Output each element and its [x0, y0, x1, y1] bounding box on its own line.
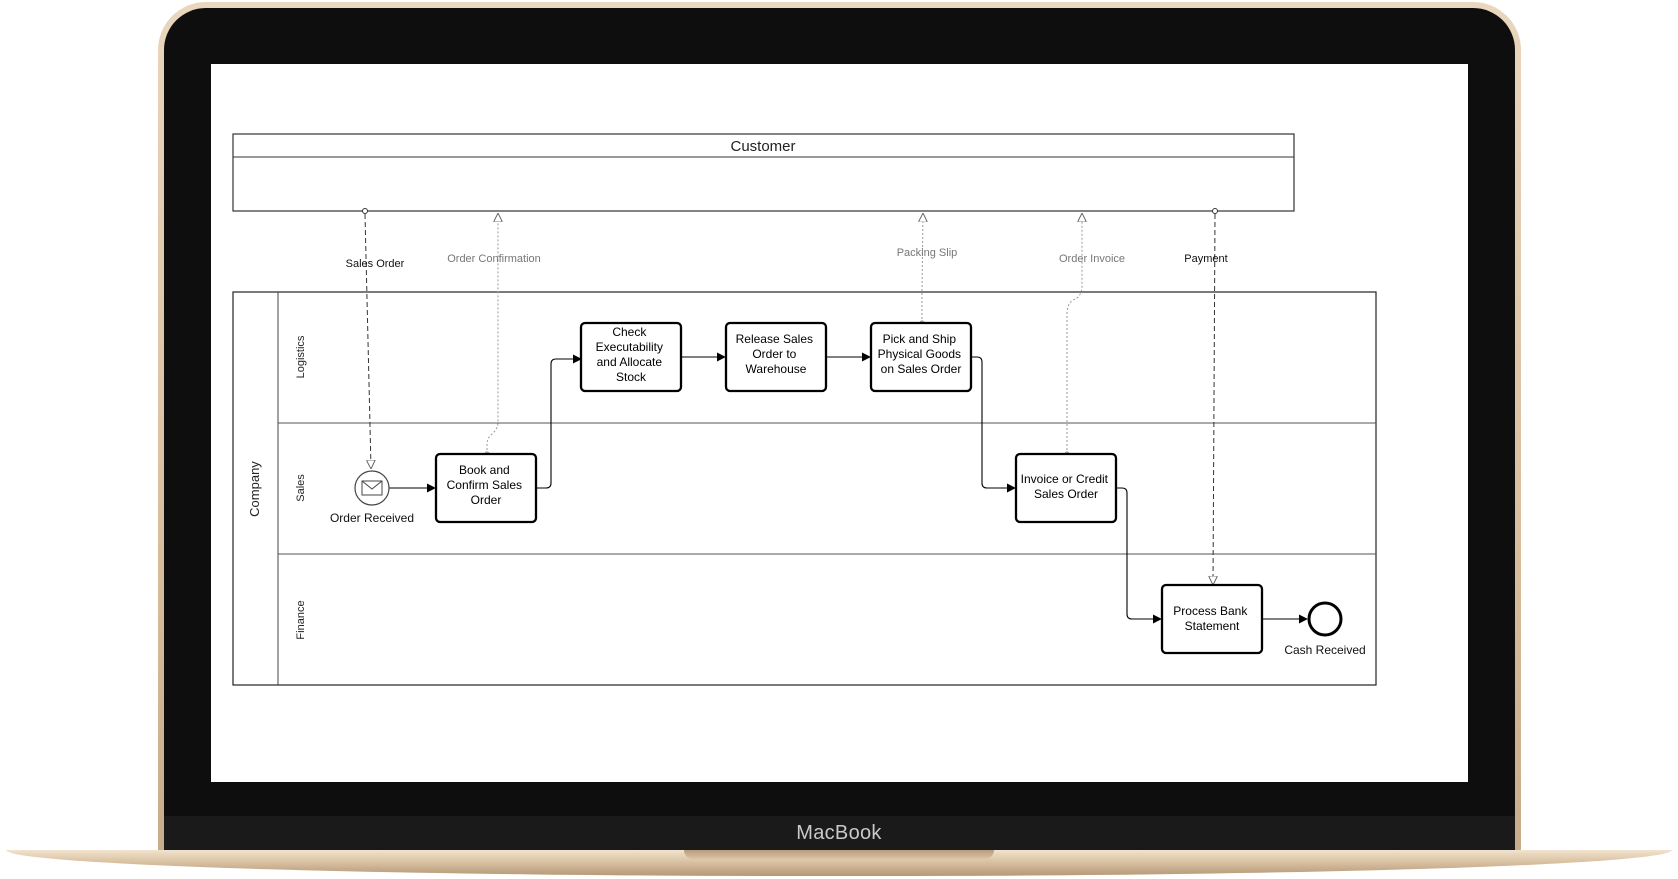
task-check-line-1: Check	[612, 325, 647, 339]
task-book-and-confirm[interactable]: Book and Confirm Sales Order	[434, 452, 538, 524]
sequence-flow-invoice-to-bank	[1117, 487, 1162, 624]
svg-text:Book and Confirm Sales: Book and Confirm Sales Order	[447, 463, 526, 507]
task-release-line-2: Order to	[752, 347, 796, 361]
start-event-order-received[interactable]	[354, 470, 390, 506]
start-event-label: Order Received	[330, 511, 414, 525]
svg-text:Pick and Ship Physical: Pick and Ship Physical Goods on Sales Or…	[878, 332, 965, 376]
task-release-sales-order[interactable]: Release Sales Order to Warehouse	[724, 321, 828, 393]
message-flow-payment	[1213, 213, 1215, 584]
sequence-flows	[389, 352, 1308, 624]
laptop-opening-notch	[684, 850, 994, 859]
message-label-packing-slip: Packing Slip	[897, 247, 958, 259]
lane-label-logistics: Logistics	[295, 335, 307, 378]
message-label-order-confirmation: Order Confirmation	[447, 253, 541, 265]
task-check-executability[interactable]: Check Executability and Allocate Stock	[579, 321, 683, 393]
task-invoice-or-credit[interactable]: Invoice or Credit Sales Order	[1014, 452, 1118, 524]
task-book-line-1: Book and	[459, 463, 510, 477]
lane-label-sales: Sales	[295, 474, 307, 502]
message-label-order-invoice: Order Invoice	[1059, 253, 1125, 265]
task-book-line-3: Order	[471, 493, 502, 507]
message-flow-origin	[362, 208, 368, 214]
task-release-line-3: Warehouse	[746, 362, 807, 376]
message-flow-sales-order	[364, 213, 371, 468]
sequence-flow-book-to-check	[537, 354, 582, 489]
laptop-brand-label: MacBook	[796, 822, 882, 844]
message-flow-order-invoice	[1066, 214, 1082, 454]
task-pick-and-ship[interactable]: Pick and Ship Physical Goods on Sales Or…	[869, 321, 973, 393]
task-check-line-4: Stock	[616, 370, 647, 384]
company-pool-label: Company	[247, 461, 262, 517]
task-invoice-line-1: Invoice or Credit	[1021, 472, 1109, 486]
bpmn-diagram: Customer Company Logistics Sales Finance	[232, 133, 1377, 686]
task-check-line-3: and Allocate	[597, 355, 663, 369]
task-bank-line-1: Process Bank	[1173, 604, 1248, 618]
task-bank-line-2: Statement	[1185, 619, 1240, 633]
task-process-bank-statement[interactable]: Process Bank Statement	[1160, 583, 1264, 655]
message-flow-order-confirmation	[486, 214, 498, 454]
task-invoice-line-2: Sales Order	[1034, 487, 1098, 501]
svg-text:Process Bank Statement: Process Bank Statement	[1173, 604, 1250, 633]
svg-text:Invoice or Credit Sale: Invoice or Credit Sales Order	[1021, 472, 1112, 501]
end-event-label: Cash Received	[1284, 643, 1365, 657]
message-label-payment: Payment	[1184, 253, 1227, 265]
end-event-cash-received[interactable]	[1307, 601, 1343, 637]
laptop-screen: Customer Company Logistics Sales Finance	[211, 64, 1468, 782]
customer-pool[interactable]	[232, 133, 1295, 212]
task-check-line-2: Executability	[596, 340, 663, 354]
message-label-sales-order: Sales Order	[346, 258, 405, 270]
task-book-line-2: Confirm Sales	[447, 478, 522, 492]
task-ship-line-1: Pick and Ship	[883, 332, 957, 346]
customer-pool-label: Customer	[730, 138, 795, 155]
task-ship-line-3: on Sales Order	[881, 362, 962, 376]
task-release-line-1: Release Sales	[736, 332, 813, 346]
sequence-flow-ship-to-invoice	[972, 356, 1016, 493]
svg-text:Check Executability: Check Executability and Allocate Stock	[596, 325, 667, 384]
lane-label-finance: Finance	[295, 600, 307, 639]
svg-text:Release Sales Order to: Release Sales Order to Warehouse	[736, 332, 817, 376]
task-ship-line-2: Physical Goods	[878, 347, 961, 361]
